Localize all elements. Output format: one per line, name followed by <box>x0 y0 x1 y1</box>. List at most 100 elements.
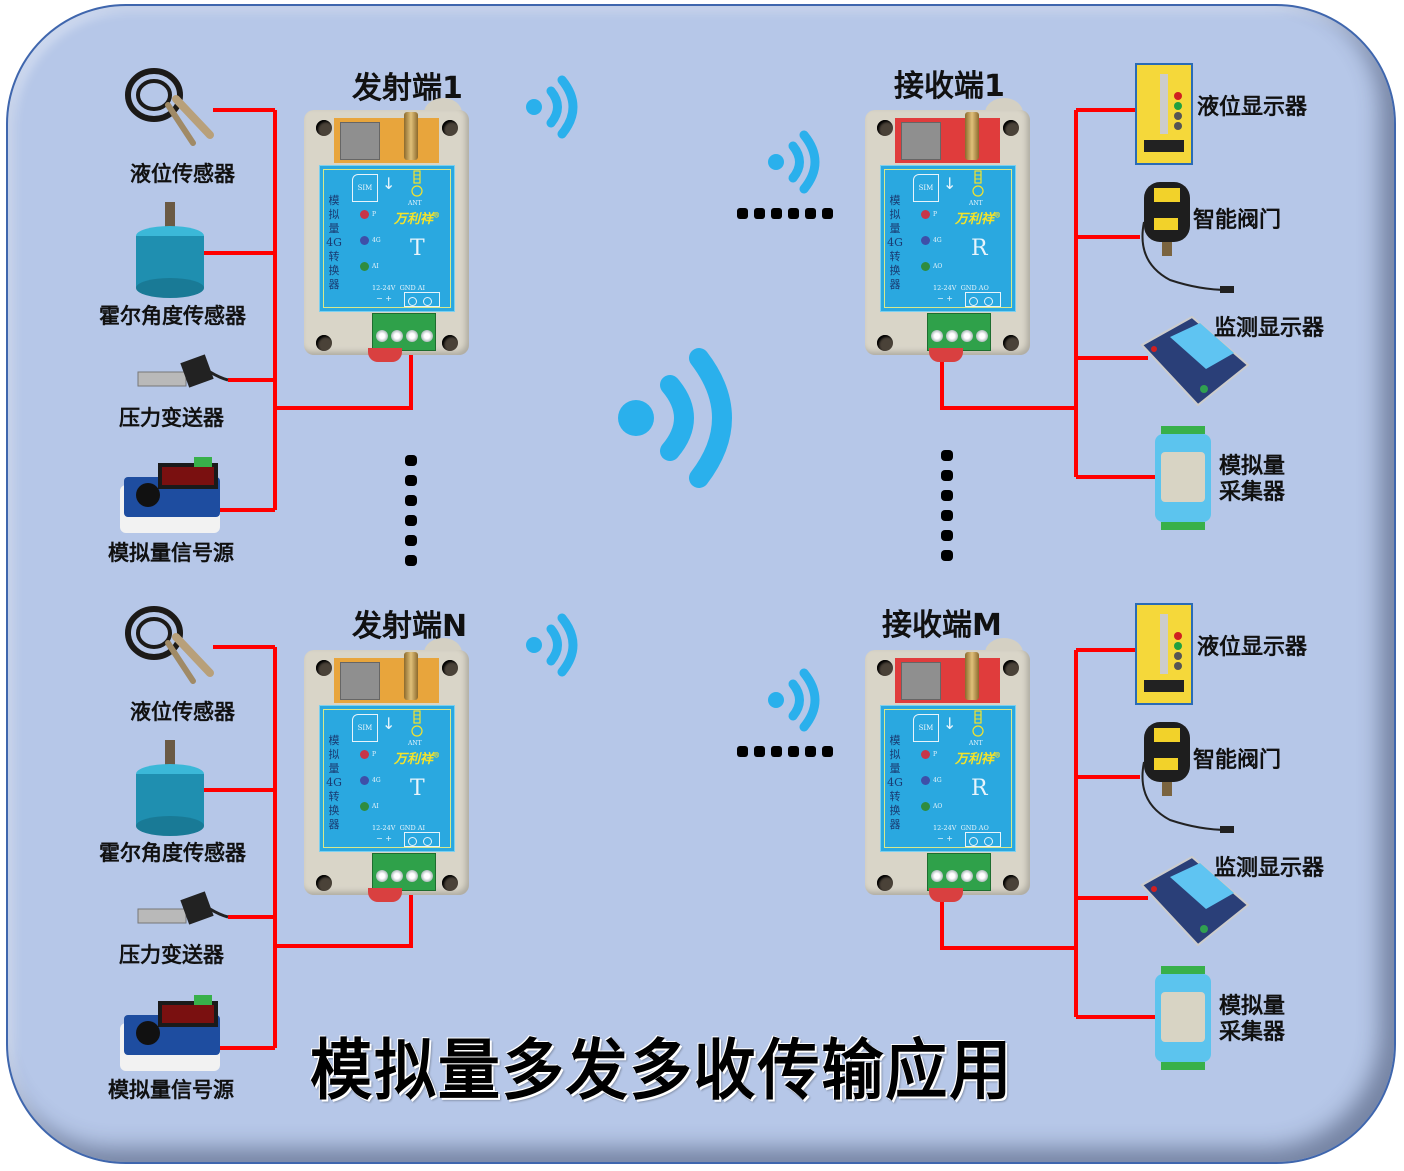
wireless-signal-icon <box>768 130 820 194</box>
pressure-transmitter-icon <box>137 354 229 388</box>
output-label-line2: 采集器 <box>1219 480 1286 505</box>
output-label: 监测显示器 <box>1214 316 1325 341</box>
sim-card-icon: SIM <box>352 174 378 202</box>
level-sensor-icon <box>125 606 214 684</box>
pressure-transmitter-icon <box>137 891 229 925</box>
terminal-block <box>372 313 436 351</box>
receiver-1-title: 接收端1 <box>894 69 1005 104</box>
mode-letter: R <box>971 236 988 261</box>
analog-collector-icon <box>1155 966 1211 1070</box>
antenna-connector <box>404 652 418 700</box>
sim-slot <box>340 122 380 160</box>
antenna-icon <box>972 710 984 737</box>
brand-logo: 万利祥® <box>955 210 1002 227</box>
hall-angle-sensor-icon <box>136 740 204 836</box>
wireless-signal-icon <box>768 668 820 732</box>
terminal-labels <box>404 292 440 307</box>
wire-txn-dev <box>275 890 413 948</box>
level-sensor-icon <box>125 68 214 146</box>
hall-angle-sensor-icon <box>136 202 204 298</box>
arrow-down-icon: ↓ <box>943 174 957 193</box>
input-label: 霍尔角度传感器 <box>99 304 246 328</box>
sim-slot <box>901 122 941 160</box>
terminal-block <box>372 853 436 891</box>
brand-logo: 万利祥® <box>394 750 441 767</box>
brand-logo: 万利祥® <box>955 750 1002 767</box>
led-ao <box>921 802 930 811</box>
sim-slot <box>901 662 941 700</box>
sim-slot <box>340 662 380 700</box>
led-power <box>360 750 369 759</box>
analog-collector-icon <box>1155 426 1211 530</box>
input-label: 压力变送器 <box>119 406 224 430</box>
output-label-line2: 采集器 <box>1219 1020 1286 1045</box>
mode-letter: T <box>410 776 425 801</box>
wireless-signal-icon <box>526 613 578 677</box>
output-label: 模拟量 <box>1219 994 1286 1019</box>
wire-rx1-dev <box>940 352 1076 410</box>
antenna-connector <box>965 112 979 160</box>
input-label: 模拟量信号源 <box>108 541 234 565</box>
terminal-labels <box>965 292 1001 307</box>
wire-rxm-dev <box>940 890 1076 950</box>
led-power <box>921 210 930 219</box>
wireless-signal-large-icon <box>618 348 732 488</box>
brand-logo: 万利祥® <box>394 210 441 227</box>
ellipsis-dots-horizontal <box>737 746 833 757</box>
led-4g <box>360 236 369 245</box>
antenna-icon <box>972 170 984 197</box>
led-ao <box>921 262 930 271</box>
led-power <box>921 750 930 759</box>
antenna-connector <box>404 112 418 160</box>
antenna-icon <box>411 710 423 737</box>
transmitter-n-title: 发射端N <box>352 609 468 644</box>
output-label: 液位显示器 <box>1197 635 1308 660</box>
analog-signal-source-icon <box>120 995 220 1071</box>
receiver-m-title: 接收端M <box>882 608 1002 643</box>
arrow-down-icon: ↓ <box>382 174 396 193</box>
input-label: 液位传感器 <box>130 700 235 724</box>
ellipsis-dots-horizontal <box>737 208 833 219</box>
sim-card-icon: SIM <box>913 714 939 742</box>
led-ai <box>360 802 369 811</box>
smart-valve-icon <box>1141 722 1234 833</box>
led-power <box>360 210 369 219</box>
analog-signal-source-icon <box>120 457 220 533</box>
output-label: 智能阀门 <box>1193 208 1282 233</box>
wireless-signal-icon <box>526 75 578 139</box>
input-label: 霍尔角度传感器 <box>99 841 246 865</box>
output-label: 智能阀门 <box>1193 748 1282 773</box>
output-label: 监测显示器 <box>1214 856 1325 881</box>
arrow-down-icon: ↓ <box>382 714 396 733</box>
sim-card-icon: SIM <box>913 174 939 202</box>
ellipsis-dots-vertical <box>941 450 953 561</box>
smart-valve-icon <box>1141 182 1234 293</box>
led-4g <box>921 236 930 245</box>
input-label: 模拟量信号源 <box>108 1078 234 1102</box>
output-label: 模拟量 <box>1219 454 1286 479</box>
antenna-connector <box>965 652 979 700</box>
led-4g <box>360 776 369 785</box>
monitor-display-icon <box>1140 855 1250 947</box>
terminal-labels <box>404 832 440 847</box>
antenna-icon <box>411 170 423 197</box>
terminal-block <box>927 313 991 351</box>
input-label: 压力变送器 <box>119 943 224 967</box>
led-ai <box>360 262 369 271</box>
terminal-block <box>927 853 991 891</box>
arrow-down-icon: ↓ <box>943 714 957 733</box>
terminal-labels <box>965 832 1001 847</box>
